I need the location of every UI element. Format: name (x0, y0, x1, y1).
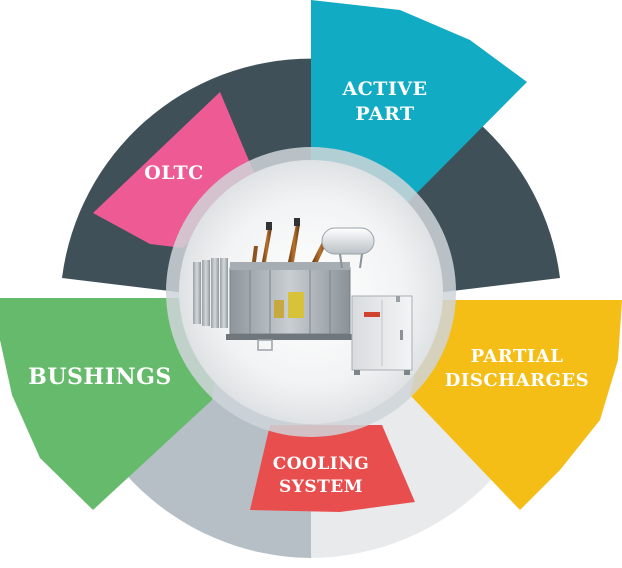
radiator-fins-left (193, 258, 228, 328)
cooling-system-label-line1: COOLING (273, 454, 370, 474)
segment-active-part[interactable] (311, 0, 527, 205)
transformer-image (193, 218, 413, 375)
segment-cooling-system[interactable] (250, 425, 415, 512)
cooling-system-label-line2: SYSTEM (279, 477, 363, 497)
oltc-label: OLTC (144, 162, 204, 184)
control-cabinet (351, 295, 413, 375)
partial-discharges-label-line2: DISCHARGES (445, 370, 589, 391)
partial-discharges-label-line1: PARTIAL (471, 346, 564, 367)
transformer-bushings (252, 218, 328, 262)
active-part-label-line1: ACTIVE (341, 78, 427, 100)
active-part-label-line2: PART (355, 103, 414, 125)
segment-bushings[interactable] (0, 298, 215, 510)
segment-partial-discharges[interactable] (410, 300, 622, 510)
conservator-tank (321, 227, 375, 269)
bushings-label: BUSHINGS (28, 364, 172, 390)
